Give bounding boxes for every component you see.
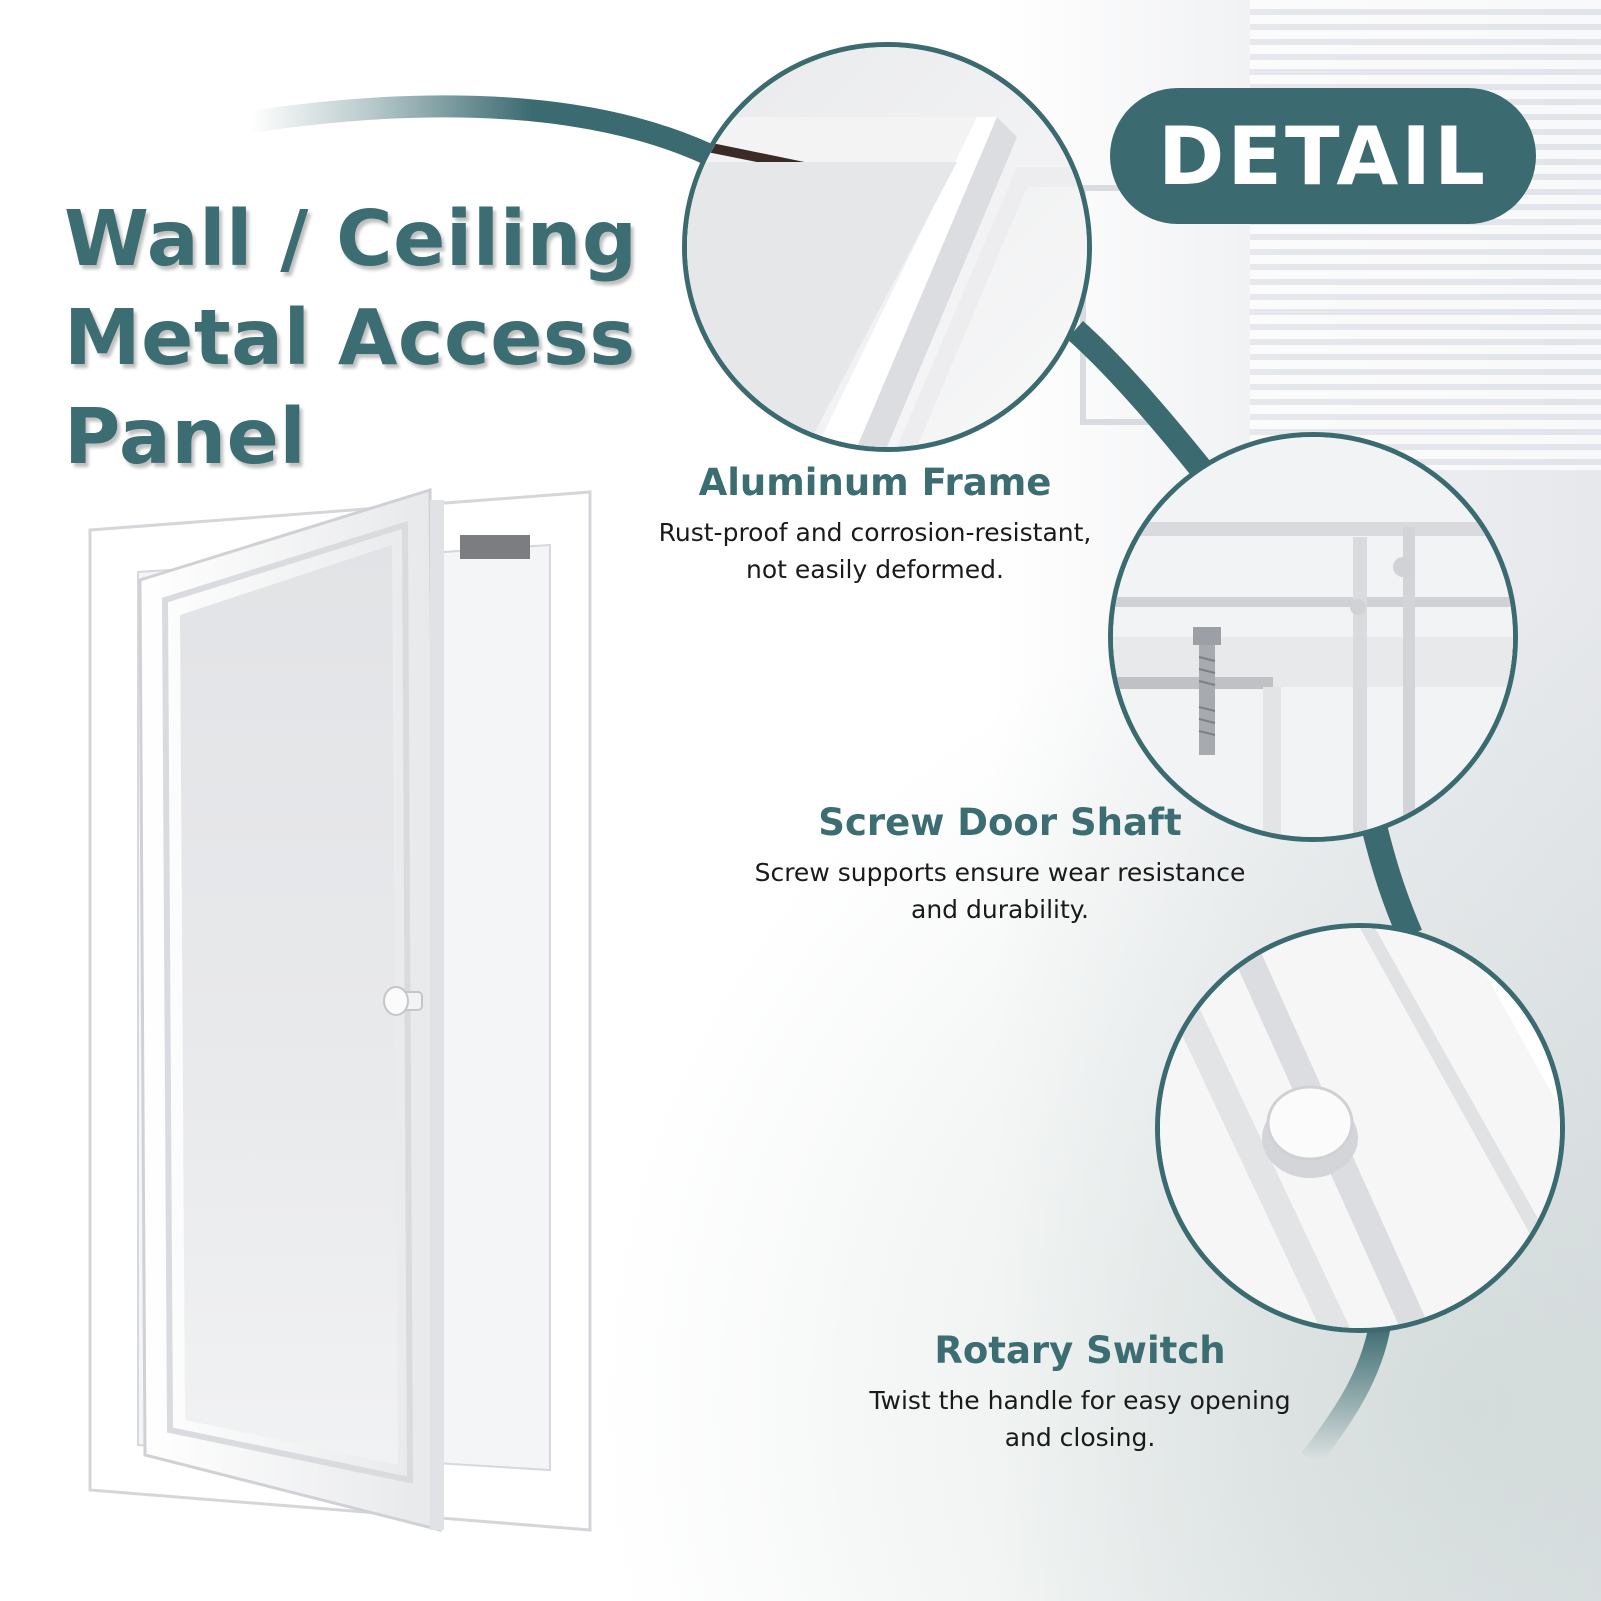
feature-description-line: Twist the handle for easy opening xyxy=(869,1386,1291,1415)
title-line-3: Panel xyxy=(64,393,307,482)
access-panel-product-image xyxy=(80,480,620,1545)
title-line-2: Metal Access xyxy=(64,294,636,383)
rotary-knob-closeup xyxy=(1155,923,1565,1333)
detail-badge-label: DETAIL xyxy=(1157,109,1489,203)
page-title: Wall / Ceiling Metal Access Panel xyxy=(64,190,684,487)
feature-description-line: not easily deformed. xyxy=(746,555,1004,584)
feature-rotary-switch: Rotary Switch Twist the handle for easy … xyxy=(820,1328,1340,1456)
screw-hinge-closeup xyxy=(1108,432,1518,842)
feature-description-line: and durability. xyxy=(911,895,1089,924)
feature-description-line: Screw supports ensure wear resistance xyxy=(754,858,1246,887)
feature-description: Rust-proof and corrosion-resistant, not … xyxy=(615,514,1135,588)
feature-heading: Screw Door Shaft xyxy=(818,801,1182,844)
feature-heading: Rotary Switch xyxy=(934,1329,1226,1372)
feature-aluminum-frame: Aluminum Frame Rust-proof and corrosion-… xyxy=(615,460,1135,588)
feature-description: Twist the handle for easy opening and cl… xyxy=(820,1382,1340,1456)
detail-badge: DETAIL xyxy=(1110,88,1536,224)
frame-corner-closeup xyxy=(682,42,1092,452)
title-line-1: Wall / Ceiling xyxy=(64,195,638,284)
feature-description-line: and closing. xyxy=(1004,1423,1156,1452)
feature-description-line: Rust-proof and corrosion-resistant, xyxy=(658,518,1092,547)
feature-heading: Aluminum Frame xyxy=(698,461,1052,504)
window-blinds-backdrop xyxy=(1250,0,1601,470)
feature-description: Screw supports ensure wear resistance an… xyxy=(710,854,1290,928)
feature-screw-door-shaft: Screw Door Shaft Screw supports ensure w… xyxy=(710,800,1290,928)
